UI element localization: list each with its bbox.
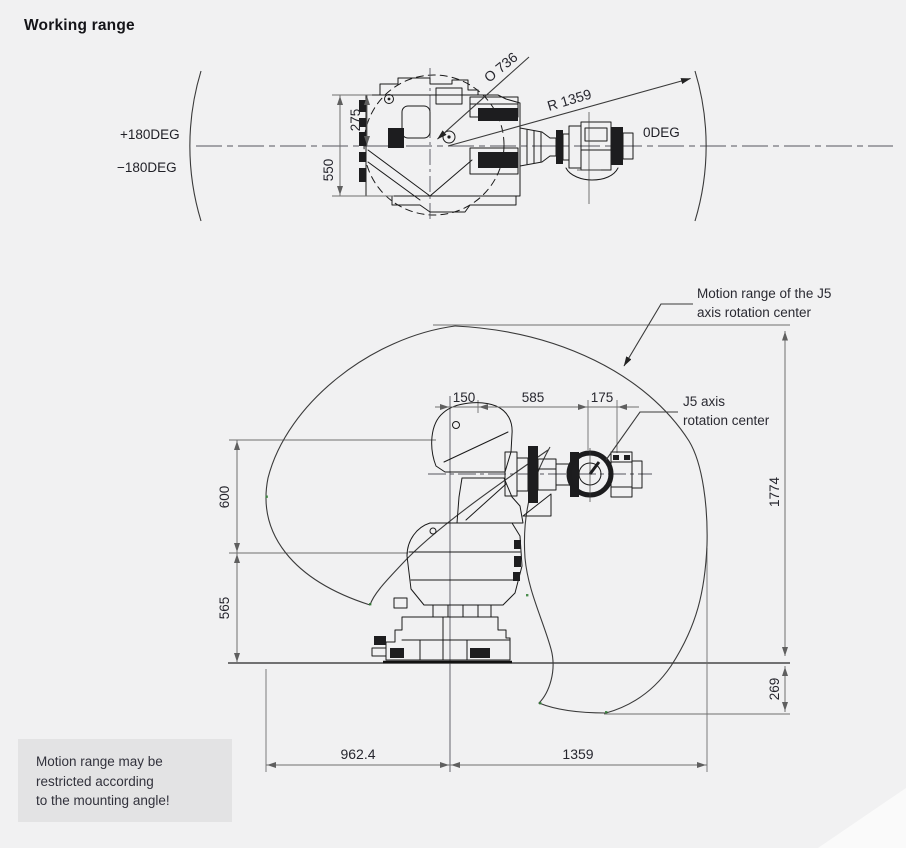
dim-550-label: 550	[321, 159, 336, 182]
dim-275-label: 275	[348, 109, 363, 132]
radius-1359-label: R 1359	[545, 86, 593, 114]
dim-1774-label: 1774	[767, 476, 782, 507]
mounting-note-box: Motion range may be restricted according…	[18, 739, 232, 822]
radius-leader-line	[447, 77, 691, 147]
dim-962-label: 962.4	[340, 746, 375, 762]
page-corner-decoration	[818, 788, 906, 848]
j5-label-line2: rotation center	[683, 413, 770, 428]
note-line-3: to the mounting angle!	[36, 793, 170, 808]
side-view-top-dimensions: 150 585 175	[435, 390, 639, 410]
j5-axis-annotation: J5 axis rotation center	[605, 394, 770, 461]
rotation-arc-right	[694, 70, 707, 222]
motion-range-label-line1: Motion range of the J5	[697, 286, 831, 301]
working-envelope-outline	[265, 325, 708, 714]
dim-600-label: 600	[217, 486, 232, 509]
minus-180deg-label: −180DEG	[117, 160, 177, 175]
motion-range-label-line2: axis rotation center	[697, 305, 812, 320]
dim-1359-label: 1359	[562, 746, 593, 762]
diameter-736-label: O 736	[481, 49, 521, 86]
vertex-marker	[605, 711, 608, 714]
robot-side-view	[371, 402, 643, 664]
vertex-marker	[369, 603, 372, 606]
side-view-right-dimensions: 1774 269	[767, 331, 788, 712]
dim-175-label: 175	[591, 390, 614, 405]
dim-150-label: 150	[453, 390, 476, 405]
side-view-left-dimensions: 600 565	[217, 440, 240, 663]
plus-180deg-label: +180DEG	[120, 127, 180, 142]
note-line-2: restricted according	[36, 773, 154, 789]
dim-585-label: 585	[522, 390, 545, 405]
rotation-arc-left	[189, 70, 202, 222]
dim-269-label: 269	[767, 678, 782, 701]
dim-565-label: 565	[217, 597, 232, 620]
zero-deg-label: 0DEG	[643, 125, 680, 140]
j5-label-line1: J5 axis	[683, 394, 725, 409]
vertex-marker	[265, 495, 268, 498]
top-view-dimensions: 550 275	[321, 94, 394, 197]
diameter-leader-line	[437, 56, 530, 140]
vertex-marker	[526, 594, 529, 597]
side-view-bottom-dimensions: 962.4 1359	[266, 746, 707, 768]
motion-range-leader-line	[623, 303, 693, 367]
vertex-marker	[539, 702, 542, 705]
j5-leader-line	[605, 411, 678, 461]
motion-range-annotation: Motion range of the J5 axis rotation cen…	[623, 286, 831, 367]
page-title: Working range	[24, 17, 135, 34]
robot-top-view	[359, 77, 634, 213]
side-view-diagram: 150 585 175 600 565 1774	[217, 286, 831, 772]
top-view-diagram: 550 275 O 736 R 1359 +180DEG −180DEG 0DE…	[117, 49, 893, 222]
note-line-1: Motion range may be	[36, 754, 163, 769]
